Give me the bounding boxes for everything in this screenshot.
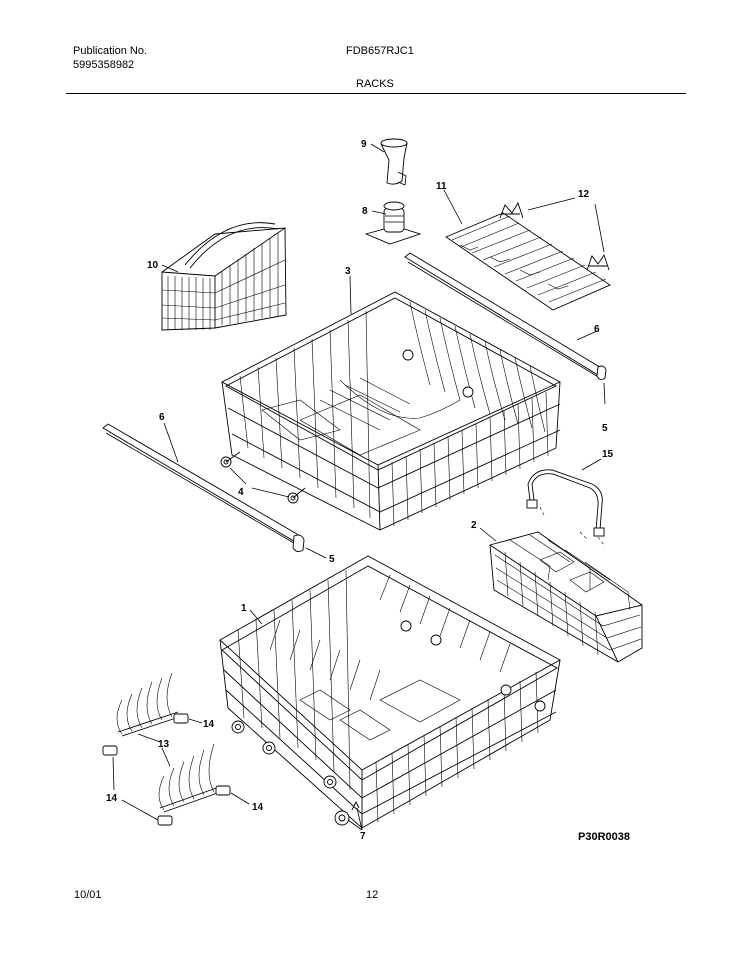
callout-7: 7 — [360, 831, 366, 842]
callout-14-a: 14 — [203, 719, 215, 730]
part-14-clips — [102, 713, 231, 826]
part-4-rollers — [220, 451, 306, 504]
footer-date: 10/01 — [74, 889, 102, 901]
part-6-rail-lower — [102, 423, 305, 553]
callout-6-upper: 6 — [594, 324, 600, 335]
part-11-tine-insert — [445, 212, 611, 311]
callout-10: 10 — [147, 260, 159, 271]
callout-11: 11 — [436, 181, 447, 192]
part-3-upper-rack — [221, 291, 562, 531]
callout-2: 2 — [471, 520, 477, 531]
callout-15: 15 — [602, 449, 614, 460]
callout-9: 9 — [361, 139, 367, 150]
part-15-handle — [526, 469, 605, 546]
lower-rack-wheels — [231, 720, 360, 826]
model-number: FDB657RJC1 — [346, 45, 414, 57]
callout-14-c: 14 — [252, 802, 264, 813]
part-10-basket — [161, 222, 287, 331]
part-8-connector — [364, 201, 422, 245]
callout-4: 4 — [238, 487, 244, 498]
section-title: RACKS — [356, 78, 394, 90]
header-rule — [66, 93, 686, 94]
callout-5-upper: 5 — [602, 423, 608, 434]
part-2-basket — [489, 531, 643, 663]
part-12-clips — [499, 201, 610, 271]
part-6-rail-upper — [404, 252, 607, 381]
part-13-tine-rows — [116, 672, 227, 813]
diagram-code: P30R0038 — [578, 831, 630, 843]
callout-5-lower: 5 — [329, 554, 335, 565]
part-1-lower-rack — [219, 555, 561, 829]
publication-label: Publication No. — [73, 45, 147, 57]
callout-12: 12 — [578, 189, 590, 200]
footer-page-number: 12 — [366, 889, 379, 901]
callout-6-lower: 6 — [159, 412, 165, 423]
callout-1: 1 — [241, 603, 247, 614]
callout-8: 8 — [362, 206, 368, 217]
callout-14-b: 14 — [106, 793, 118, 804]
publication-number: 5995358982 — [73, 59, 135, 71]
callout-13: 13 — [158, 739, 170, 750]
part-9-cap — [380, 138, 408, 186]
callout-3: 3 — [345, 266, 351, 277]
